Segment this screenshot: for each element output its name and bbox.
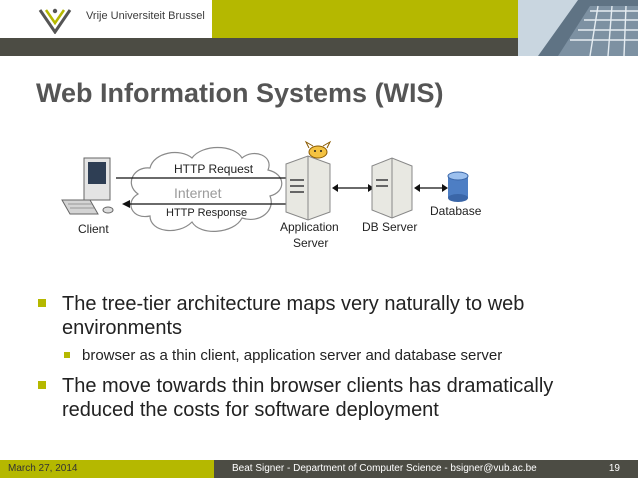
vub-logo-icon: [38, 8, 72, 34]
institution-name: Vrije Universiteit Brussel: [86, 10, 205, 22]
footer-date: March 27, 2014: [8, 463, 78, 474]
sub-bullet-text: browser as a thin client, application se…: [82, 347, 503, 364]
bullet-text-line: The move towards thin browser clients ha…: [62, 375, 554, 397]
application-server-label-line2: Server: [293, 236, 329, 250]
bullet-text-line: environments: [62, 317, 183, 339]
diagram-graphics: [61, 140, 469, 232]
application-server-icon: [285, 155, 331, 221]
internet-cloud-icon: [130, 147, 283, 232]
db-server-icon: [371, 157, 413, 219]
tomcat-logo-icon: [304, 140, 332, 159]
bullet-list: The tree-tier architecture maps very nat…: [36, 292, 616, 428]
bullet-item: The tree-tier architecture maps very nat…: [36, 292, 616, 340]
http-response-label: HTTP Response: [166, 207, 248, 219]
bullet-square-icon: [38, 299, 46, 307]
footer-bar: March 27, 2014 Beat Signer - Department …: [0, 460, 638, 478]
client-label: Client: [78, 222, 109, 236]
logo-area: Vrije Universiteit Brussel: [0, 0, 212, 38]
internet-label: Internet: [174, 185, 222, 201]
application-server-label-line1: Application: [280, 220, 339, 234]
bullet-square-icon: [38, 381, 46, 389]
footer-author: Beat Signer - Department of Computer Sci…: [232, 463, 537, 474]
sub-bullet-item: browser as a thin client, application se…: [36, 346, 616, 366]
database-label: Database: [430, 204, 482, 218]
db-server-label: DB Server: [362, 220, 418, 234]
building-photo: [518, 0, 638, 56]
bullet-item: The move towards thin browser clients ha…: [36, 374, 616, 422]
sub-bullet-square-icon: [64, 352, 70, 358]
bullet-text-line: reduced the costs for software deploymen…: [62, 399, 439, 421]
architecture-diagram: HTTP Request Internet HTTP Response Clie…: [50, 140, 510, 252]
database-icon: [447, 171, 469, 202]
footer-date-block: March 27, 2014: [0, 460, 214, 478]
header-band: [0, 38, 638, 56]
bullet-text-line: The tree-tier architecture maps very nat…: [62, 293, 525, 315]
page-title: Web Information Systems (WIS): [36, 78, 444, 108]
page-number: 19: [608, 463, 620, 474]
client-computer-icon: [61, 157, 114, 215]
http-request-label: HTTP Request: [174, 162, 254, 176]
